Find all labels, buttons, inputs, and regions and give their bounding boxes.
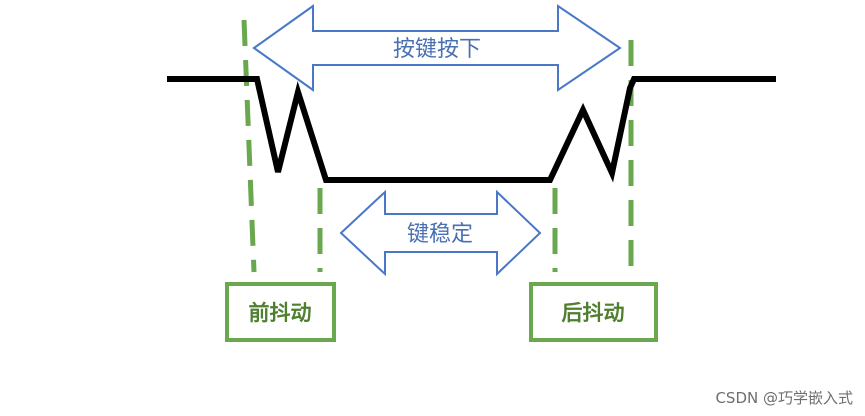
rear-bounce-label: 后抖动 xyxy=(562,301,625,325)
press-start-marker xyxy=(241,19,257,273)
front-bounce-box xyxy=(225,282,336,342)
front-bounce-label: 前抖动 xyxy=(249,301,312,325)
key-stable-arrow xyxy=(339,189,542,277)
key-signal-waveform xyxy=(167,76,776,183)
rear-bounce-box xyxy=(529,282,658,342)
key-press-label: 按键按下 xyxy=(393,37,481,62)
key-press-arrow xyxy=(252,4,622,92)
watermark: CSDN @巧学嵌入式 xyxy=(715,389,853,407)
key-stable-label: 键稳定 xyxy=(407,222,473,247)
